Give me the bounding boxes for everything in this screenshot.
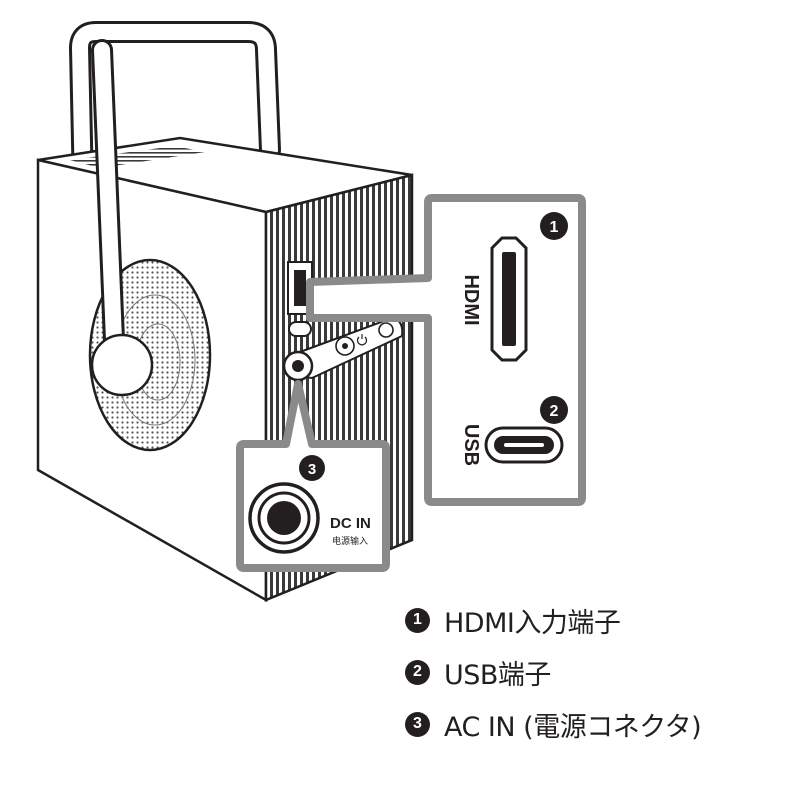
legend-number: 2 (405, 659, 430, 685)
badge-hdmi-number: 1 (550, 219, 559, 236)
usb-label: USB (460, 424, 482, 466)
power-icon (356, 334, 368, 346)
legend-text: USB端子 (444, 659, 551, 691)
badge-hdmi (540, 212, 568, 240)
legend-item-dc: 3 AC IN (電源コネクタ) (405, 698, 785, 750)
dc-label: DC IN (330, 515, 371, 532)
badge-usb (540, 396, 568, 424)
legend-number: 1 (405, 607, 430, 633)
badge-dc (299, 455, 325, 481)
legend-text: HDMI入力端子 (444, 607, 621, 639)
legend-item-usb: 2 USB端子 (405, 646, 785, 698)
legend: 1 HDMI入力端子 2 USB端子 3 AC IN (電源コネクタ) (405, 594, 785, 750)
legend-number: 3 (405, 711, 430, 737)
legend-item-hdmi: 1 HDMI入力端子 (405, 594, 785, 646)
badge-usb-number: 2 (550, 403, 559, 420)
usb-port-small (288, 321, 312, 337)
hdmi-label: HDMI (460, 274, 482, 325)
badge-dc-number: 3 (308, 461, 316, 478)
dc-sublabel: 电源输入 (332, 535, 368, 547)
handle-knob (90, 333, 154, 397)
legend-text: AC IN (電源コネクタ) (444, 711, 702, 743)
